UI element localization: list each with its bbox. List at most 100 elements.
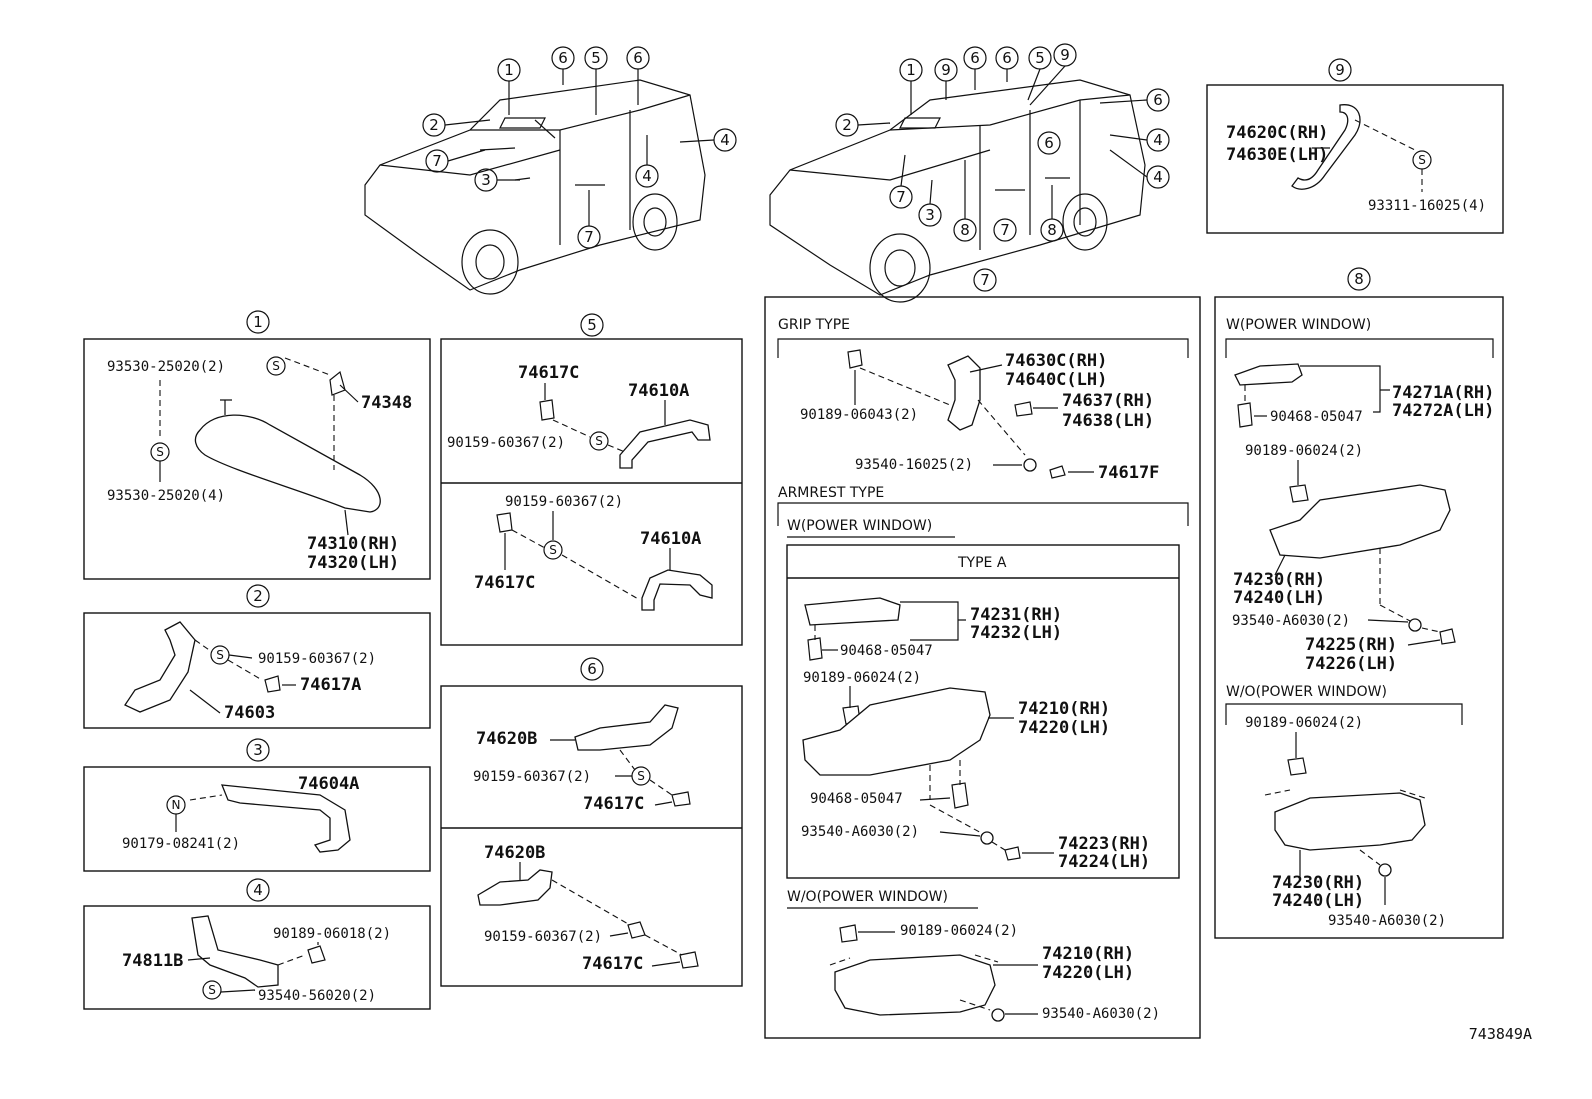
svg-text:90189-06024(2): 90189-06024(2) xyxy=(1245,715,1363,731)
svg-text:6: 6 xyxy=(970,49,980,67)
svg-text:74637(RH): 74637(RH) xyxy=(1062,391,1154,411)
svg-text:90159-60367(2): 90159-60367(2) xyxy=(484,929,602,945)
svg-text:90189-06024(2): 90189-06024(2) xyxy=(900,923,1018,939)
svg-text:W/O(POWER WINDOW): W/O(POWER WINDOW) xyxy=(787,889,948,905)
svg-text:3: 3 xyxy=(925,206,935,224)
svg-text:1: 1 xyxy=(906,61,916,79)
svg-text:74617C: 74617C xyxy=(583,794,644,814)
svg-text:7: 7 xyxy=(584,228,594,246)
svg-text:4: 4 xyxy=(253,881,263,899)
panel-2: 2 S 90159-60367(2) 74617A 74603 xyxy=(83,584,431,729)
svg-text:93530-25020(2): 93530-25020(2) xyxy=(107,359,225,375)
svg-text:74231(RH): 74231(RH) xyxy=(970,605,1062,625)
svg-text:6: 6 xyxy=(558,49,568,67)
svg-text:N: N xyxy=(172,798,181,812)
svg-text:74240(LH): 74240(LH) xyxy=(1233,588,1325,608)
svg-text:74232(LH): 74232(LH) xyxy=(970,623,1062,643)
svg-text:3: 3 xyxy=(481,171,491,189)
svg-text:93540-56020(2): 93540-56020(2) xyxy=(258,988,376,1004)
svg-text:74638(LH): 74638(LH) xyxy=(1062,411,1154,431)
svg-text:93540-A6030(2): 93540-A6030(2) xyxy=(1232,613,1350,629)
svg-text:6: 6 xyxy=(587,660,597,678)
svg-text:7: 7 xyxy=(1000,221,1010,239)
svg-text:2: 2 xyxy=(842,116,852,134)
svg-text:93540-16025(2): 93540-16025(2) xyxy=(855,457,973,473)
svg-text:8: 8 xyxy=(960,221,970,239)
svg-text:74348: 74348 xyxy=(361,393,412,413)
svg-text:4: 4 xyxy=(642,167,652,185)
panel-7: 7 GRIP TYPE 90189-06043(2) 74630C(RH) 74… xyxy=(764,268,1201,1039)
panel-5: 5 74617C S 74610A 90159-60367(2) 90159-6… xyxy=(440,313,743,646)
svg-text:74617A: 74617A xyxy=(300,675,361,695)
svg-text:74226(LH): 74226(LH) xyxy=(1305,654,1397,674)
svg-text:74271A(RH): 74271A(RH) xyxy=(1392,383,1494,403)
svg-text:8: 8 xyxy=(1354,270,1364,288)
svg-text:ARMREST TYPE: ARMREST TYPE xyxy=(778,485,884,501)
svg-text:4: 4 xyxy=(720,131,730,149)
svg-text:74224(LH): 74224(LH) xyxy=(1058,852,1150,872)
svg-text:6: 6 xyxy=(1002,49,1012,67)
vehicle-illustration-left xyxy=(364,79,706,295)
svg-text:74230(RH): 74230(RH) xyxy=(1272,873,1364,893)
svg-text:7: 7 xyxy=(980,271,990,289)
svg-text:S: S xyxy=(1418,153,1426,167)
svg-text:90159-60367(2): 90159-60367(2) xyxy=(505,494,623,510)
svg-text:S: S xyxy=(208,983,216,997)
svg-text:9: 9 xyxy=(941,61,951,79)
svg-text:74240(LH): 74240(LH) xyxy=(1272,891,1364,911)
svg-text:TYPE A: TYPE A xyxy=(957,555,1007,571)
svg-text:1: 1 xyxy=(504,61,514,79)
svg-text:93530-25020(4): 93530-25020(4) xyxy=(107,488,225,504)
svg-text:74310(RH): 74310(RH) xyxy=(307,534,399,554)
svg-text:90159-60367(2): 90159-60367(2) xyxy=(473,769,591,785)
svg-text:W/O(POWER WINDOW): W/O(POWER WINDOW) xyxy=(1226,684,1387,700)
svg-text:90468-05047: 90468-05047 xyxy=(1270,409,1363,425)
svg-text:74620C(RH): 74620C(RH) xyxy=(1226,123,1328,143)
svg-text:7: 7 xyxy=(896,188,906,206)
svg-text:74617C: 74617C xyxy=(582,954,643,974)
svg-text:74225(RH): 74225(RH) xyxy=(1305,635,1397,655)
panel-4: 4 S 90189-06018(2) 74811B 93540-56020(2) xyxy=(83,878,431,1010)
svg-text:74620B: 74620B xyxy=(476,729,537,749)
panel-1: 1 S S 93530-25020(2) 74348 93530-25020(4… xyxy=(83,310,431,580)
svg-text:74220(LH): 74220(LH) xyxy=(1018,718,1110,738)
svg-text:74630C(RH): 74630C(RH) xyxy=(1005,351,1107,371)
svg-text:S: S xyxy=(156,445,164,459)
svg-text:74620B: 74620B xyxy=(484,843,545,863)
svg-text:5: 5 xyxy=(1035,49,1045,67)
svg-text:6: 6 xyxy=(1044,134,1054,152)
svg-text:6: 6 xyxy=(1153,91,1163,109)
svg-text:74811B: 74811B xyxy=(122,951,183,971)
svg-text:S: S xyxy=(595,434,603,448)
svg-text:74272A(LH): 74272A(LH) xyxy=(1392,401,1494,421)
svg-text:3: 3 xyxy=(253,741,263,759)
svg-text:2: 2 xyxy=(429,116,439,134)
svg-text:S: S xyxy=(216,648,224,662)
vehicle-callouts: 1 6 5 6 2 4 7 3 4 7 1 9 6 6 5 9 6 4 4 2 … xyxy=(422,43,1170,249)
svg-text:S: S xyxy=(637,769,645,783)
svg-text:9: 9 xyxy=(1060,46,1070,64)
svg-text:1: 1 xyxy=(253,313,263,331)
svg-text:5: 5 xyxy=(591,49,601,67)
svg-text:74210(RH): 74210(RH) xyxy=(1018,699,1110,719)
svg-text:5: 5 xyxy=(587,316,597,334)
svg-text:74610A: 74610A xyxy=(640,529,701,549)
svg-text:6: 6 xyxy=(633,49,643,67)
svg-text:93540-A6030(2): 93540-A6030(2) xyxy=(1042,1006,1160,1022)
svg-text:GRIP TYPE: GRIP TYPE xyxy=(778,317,850,333)
vehicle-illustration-right xyxy=(769,79,1146,303)
svg-text:74603: 74603 xyxy=(224,703,275,723)
svg-text:90468-05047: 90468-05047 xyxy=(840,643,933,659)
svg-text:74617C: 74617C xyxy=(474,573,535,593)
svg-text:90159-60367(2): 90159-60367(2) xyxy=(258,651,376,667)
svg-text:90189-06043(2): 90189-06043(2) xyxy=(800,407,918,423)
svg-text:90189-06024(2): 90189-06024(2) xyxy=(1245,443,1363,459)
svg-text:74617C: 74617C xyxy=(518,363,579,383)
panel-6: 6 74620B S 90159-60367(2) 74617C 74620B … xyxy=(440,657,743,987)
svg-text:7: 7 xyxy=(432,152,442,170)
svg-text:4: 4 xyxy=(1153,168,1163,186)
svg-text:S: S xyxy=(549,543,557,557)
svg-text:W(POWER WINDOW): W(POWER WINDOW) xyxy=(787,518,932,534)
svg-text:W(POWER WINDOW): W(POWER WINDOW) xyxy=(1226,317,1371,333)
